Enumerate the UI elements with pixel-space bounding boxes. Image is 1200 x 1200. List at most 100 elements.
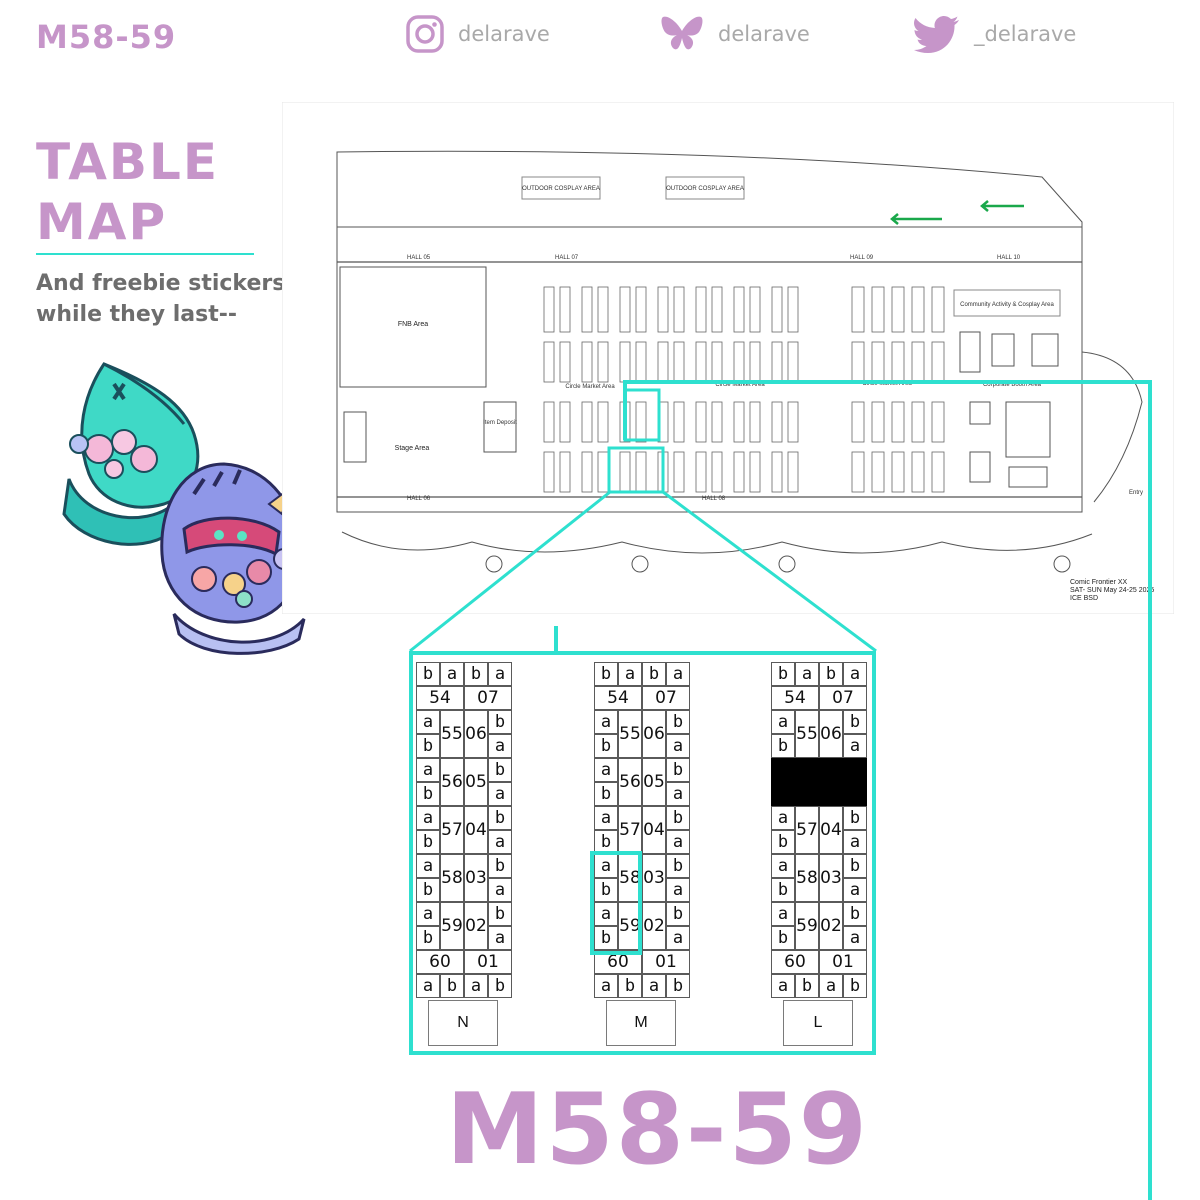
- table-row-shape: [673, 286, 685, 333]
- seat-letter-cell: b: [843, 854, 867, 878]
- block-label-n: N: [428, 1000, 498, 1046]
- seat-letter-cell: b: [488, 854, 512, 878]
- seat-letter-cell: a: [416, 806, 440, 830]
- seat-letter-cell: b: [440, 974, 464, 998]
- seat-letter-cell: a: [843, 926, 867, 950]
- table-number-cell: 01: [819, 950, 867, 974]
- table-number-cell: 02: [819, 902, 843, 950]
- seat-letter-cell: a: [771, 854, 795, 878]
- corporate-booth-label: Corporate Booth Area: [983, 382, 1042, 388]
- seat-letter-cell: b: [819, 662, 843, 686]
- seat-letter-cell: a: [488, 878, 512, 902]
- seat-letter-cell: a: [771, 710, 795, 734]
- seat-letter-cell: a: [666, 926, 690, 950]
- seat-letter-cell: a: [416, 902, 440, 926]
- seat-letter-cell: a: [771, 806, 795, 830]
- table-number-cell: 05: [642, 758, 666, 806]
- title-line-1: TABLE: [36, 133, 220, 191]
- table-row-shape: [543, 286, 555, 333]
- hall-06-label: HALL 06: [407, 496, 431, 502]
- seat-letter-cell: b: [843, 974, 867, 998]
- table-number-cell: 06: [819, 710, 843, 758]
- table-number-cell: 59: [795, 902, 819, 950]
- instagram-handle: delarave: [458, 22, 550, 46]
- seat-letter-cell: a: [416, 974, 440, 998]
- seat-letter-cell: a: [594, 974, 618, 998]
- table-row-shape: [581, 401, 593, 443]
- table-number-cell: 58: [440, 854, 464, 902]
- table-number-cell: 55: [795, 710, 819, 758]
- stage-area-label: Stage Area: [395, 445, 430, 452]
- block-label-l: L: [783, 1000, 853, 1046]
- seat-letter-cell: a: [416, 854, 440, 878]
- seat-letter-cell: a: [666, 662, 690, 686]
- table-number-cell: 04: [464, 806, 488, 854]
- table-row-shape: [635, 286, 647, 333]
- table-row-shape: [771, 286, 783, 333]
- seat-letter-cell: a: [642, 974, 666, 998]
- table-number-cell: 03: [642, 854, 666, 902]
- table-number-cell: 60: [771, 950, 819, 974]
- table-number-cell: 04: [819, 806, 843, 854]
- seat-letter-cell: b: [666, 974, 690, 998]
- table-number-cell: 56: [440, 758, 464, 806]
- table-row-shape: [931, 286, 945, 333]
- seat-letter-cell: b: [594, 926, 618, 950]
- table-number-cell: 56: [618, 758, 642, 806]
- seat-letter-cell: a: [843, 734, 867, 758]
- table-number-cell: 60: [416, 950, 464, 974]
- event-info-line-1: Comic Frontier XX: [1070, 579, 1128, 586]
- seat-letter-cell: a: [594, 758, 618, 782]
- seat-letter-cell: b: [488, 806, 512, 830]
- seat-letter-cell: b: [771, 662, 795, 686]
- fnb-area-label: FNB Area: [398, 321, 428, 328]
- twitter-icon: [914, 15, 960, 53]
- table-number-cell: 04: [642, 806, 666, 854]
- hall-05-label: HALL 05: [407, 255, 431, 261]
- blocked-table: [771, 758, 867, 806]
- seat-letter-cell: b: [843, 902, 867, 926]
- seat-letter-cell: a: [594, 806, 618, 830]
- table-row-shape: [597, 341, 609, 383]
- seat-letter-cell: b: [771, 830, 795, 854]
- seat-letter-cell: b: [771, 734, 795, 758]
- seat-letter-cell: a: [594, 854, 618, 878]
- table-number-cell: 54: [594, 686, 642, 710]
- table-number-cell: 06: [464, 710, 488, 758]
- bluesky-link[interactable]: delarave: [660, 12, 810, 56]
- seat-letter-cell: a: [618, 662, 642, 686]
- table-row-shape: [749, 286, 761, 333]
- seat-letter-cell: b: [488, 758, 512, 782]
- seat-letter-cell: a: [488, 662, 512, 686]
- seat-letter-cell: a: [594, 902, 618, 926]
- title-underline: [36, 253, 254, 255]
- seat-letter-cell: b: [594, 662, 618, 686]
- seat-letter-cell: b: [771, 878, 795, 902]
- seat-letter-cell: b: [464, 662, 488, 686]
- instagram-link[interactable]: delarave: [406, 12, 550, 56]
- table-number-cell: 57: [795, 806, 819, 854]
- hall-07-label: HALL 07: [555, 255, 579, 261]
- seat-letter-cell: b: [416, 878, 440, 902]
- table-row-shape: [733, 286, 745, 333]
- circle-market-label-3: Circle Market Area: [862, 381, 912, 387]
- seat-letter-cell: b: [666, 806, 690, 830]
- seat-letter-cell: b: [594, 782, 618, 806]
- seat-letter-cell: a: [819, 974, 843, 998]
- subtitle: And freebie stickers while they last--: [36, 268, 306, 330]
- table-row-shape: [657, 286, 669, 333]
- seat-letter-cell: a: [666, 878, 690, 902]
- block-label-m: M: [606, 1000, 676, 1046]
- outdoor-cosplay-label-1: OUTDOOR COSPLAY AREA: [522, 186, 600, 192]
- table-number-cell: 57: [440, 806, 464, 854]
- booth-code-footer: M58-59: [446, 1073, 869, 1187]
- table-row-shape: [597, 286, 609, 333]
- seat-letter-cell: a: [594, 710, 618, 734]
- seat-letter-cell: b: [666, 758, 690, 782]
- table-number-cell: 54: [771, 686, 819, 710]
- twitter-handle: _delarave: [974, 22, 1077, 46]
- twitter-link[interactable]: _delarave: [914, 12, 1076, 56]
- seat-letter-cell: a: [416, 710, 440, 734]
- seat-letter-cell: b: [666, 854, 690, 878]
- seat-letter-cell: a: [488, 782, 512, 806]
